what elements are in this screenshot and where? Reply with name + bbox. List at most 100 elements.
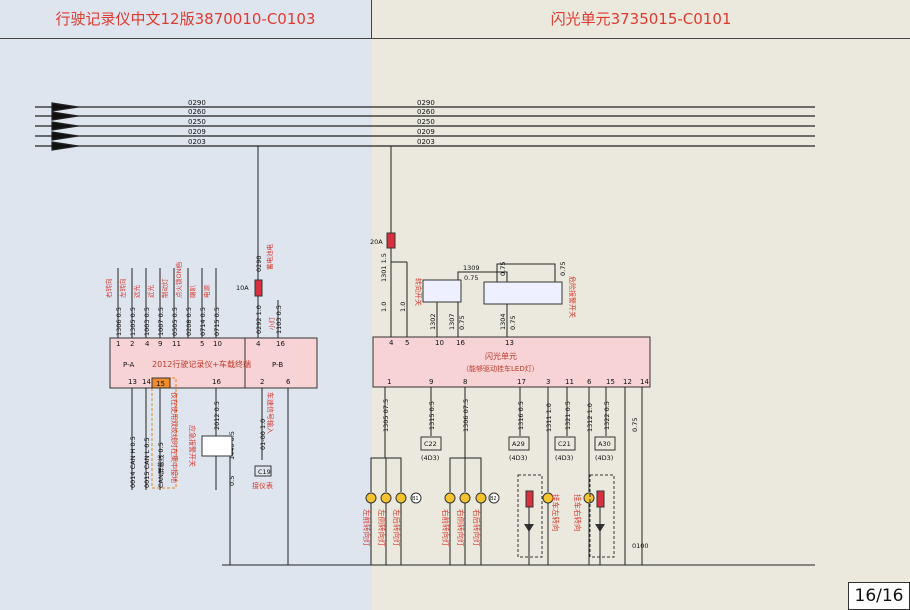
svg-text:0.75: 0.75 [458,316,466,330]
flasher-module [372,336,651,388]
turn-switch-label: 转向开关 [414,278,423,306]
svg-text:左转向: 左转向 [118,279,127,299]
lamp-label: 右后转向灯 [472,509,482,547]
trailer-label: 挂车左转向 [551,494,561,532]
lamp-icon [583,492,595,504]
svg-text:13: 13 [505,339,514,347]
bus-label: 0209 [417,128,435,136]
bus-label: 0290 [417,99,435,107]
svg-text:6: 6 [286,378,291,386]
bus-arrow-icon [51,111,79,121]
svg-text:B1: B1 [412,496,419,502]
bus-arrow-icon [51,141,79,151]
svg-text:10: 10 [213,340,222,348]
svg-text:1305 0.5: 1305 0.5 [129,307,137,336]
svg-text:(4D3): (4D3) [421,454,439,462]
svg-text:4: 4 [256,340,261,348]
svg-text:2012 0.5: 2012 0.5 [213,401,221,430]
svg-text:15: 15 [156,380,165,388]
svg-text:0.75: 0.75 [499,262,507,276]
svg-text:8: 8 [463,378,467,386]
svg-text:10A: 10A [236,284,249,292]
svg-text:(4D3): (4D3) [595,454,613,462]
svg-text:1304: 1304 [499,313,507,330]
bus-label: 0250 [417,118,435,126]
recorder-title: 2012行驶记录仪+车载终端 [152,359,251,369]
bus-label: 0203 [188,138,206,146]
svg-text:10: 10 [435,339,444,347]
svg-text:15: 15 [606,378,615,386]
svg-text:0715 0.5: 0715 0.5 [213,307,221,336]
flasher-subtitle: （能够驱动挂车LED灯） [462,364,539,373]
svg-text:17: 17 [517,378,526,386]
svg-text:14: 14 [142,378,151,386]
svg-text:1003 0.5: 1003 0.5 [143,307,151,336]
conn-b-label: P-B [272,361,283,369]
svg-text:16: 16 [276,340,285,348]
trailer-left-resistor [525,490,534,508]
trailer-label: 挂车右转向 [573,494,583,532]
svg-text:6: 6 [587,378,592,386]
lamp-icons [365,492,595,504]
bus-label: 0209 [188,128,206,136]
svg-text:点火锁ON档: 点火锁ON档 [174,262,183,298]
svg-text:1306 07.5: 1306 07.5 [462,399,470,432]
trailer-right-resistor [596,490,605,508]
recorder-panel [0,0,372,610]
fuse-20a [386,232,396,249]
bus-lines [35,102,815,151]
svg-text:11: 11 [565,378,574,386]
bus-arrow-icon [51,102,79,112]
svg-text:喇叭: 喇叭 [188,285,197,299]
bus-label: 0260 [188,108,206,116]
svg-text:16: 16 [456,339,465,347]
svg-text:右转向: 右转向 [104,279,113,299]
svg-text:1312 1.0: 1312 1.0 [586,403,594,432]
flasher-title: 闪光单元 [485,351,517,361]
svg-text:11: 11 [172,340,181,348]
svg-text:1.0: 1.0 [380,302,388,312]
conn-a-label: P-A [123,361,134,369]
svg-text:0.75: 0.75 [631,418,639,432]
lamp-icon [395,492,407,504]
ground-label: 0100 [632,542,649,550]
lamp-label: 右侧转向灯 [456,509,466,547]
can-note: 仅在使用双绞线时在集中接地 [170,392,179,483]
svg-text:(4D3): (4D3) [509,454,527,462]
lamp-icon [475,492,487,504]
recorder-module [109,337,318,389]
svg-text:近光: 近光 [146,285,155,299]
svg-text:CAN屏蔽线 0.5: CAN屏蔽线 0.5 [156,442,165,488]
speed-label: 车速信号输入 [266,392,275,434]
turn-switch-icon [422,279,462,303]
svg-text:3: 3 [546,378,550,386]
svg-text:0714 0.5: 0714 0.5 [199,307,207,336]
svg-text:1.0: 1.0 [399,302,407,312]
svg-text:1306 0.5: 1306 0.5 [115,307,123,336]
bus-label: 0203 [417,138,435,146]
page-number: 16/16 [848,582,910,610]
c19-label: C19 [258,468,271,476]
lamp-icon [459,492,471,504]
bus-label: 0290 [188,99,206,107]
svg-text:0014 CAN H 0.5: 0014 CAN H 0.5 [129,436,137,488]
svg-text:9: 9 [158,340,162,348]
svg-text:01-00 1.0: 01-00 1.0 [259,419,267,450]
lamp-label: 左前转向灯 [362,509,372,547]
svg-text:1305 07.5: 1305 07.5 [382,399,390,432]
svg-text:1309: 1309 [463,264,480,272]
recorder-header: 行驶记录仪中文12版3870010-C0103 [0,0,372,39]
svg-text:(4D3): (4D3) [555,454,573,462]
svg-text:远光: 远光 [132,285,141,299]
bus-arrow-icon [51,121,79,131]
svg-text:1307: 1307 [448,313,456,330]
ground-b1-icon [410,492,422,504]
svg-text:1103 0.5: 1103 0.5 [275,305,283,334]
hazard-switch-label: 危险报警开关 [568,276,577,318]
emergency-switch-icon [201,435,233,457]
svg-text:5: 5 [405,339,409,347]
svg-text:20A: 20A [370,238,383,246]
svg-text:1302: 1302 [429,313,437,330]
svg-text:9: 9 [429,378,433,386]
